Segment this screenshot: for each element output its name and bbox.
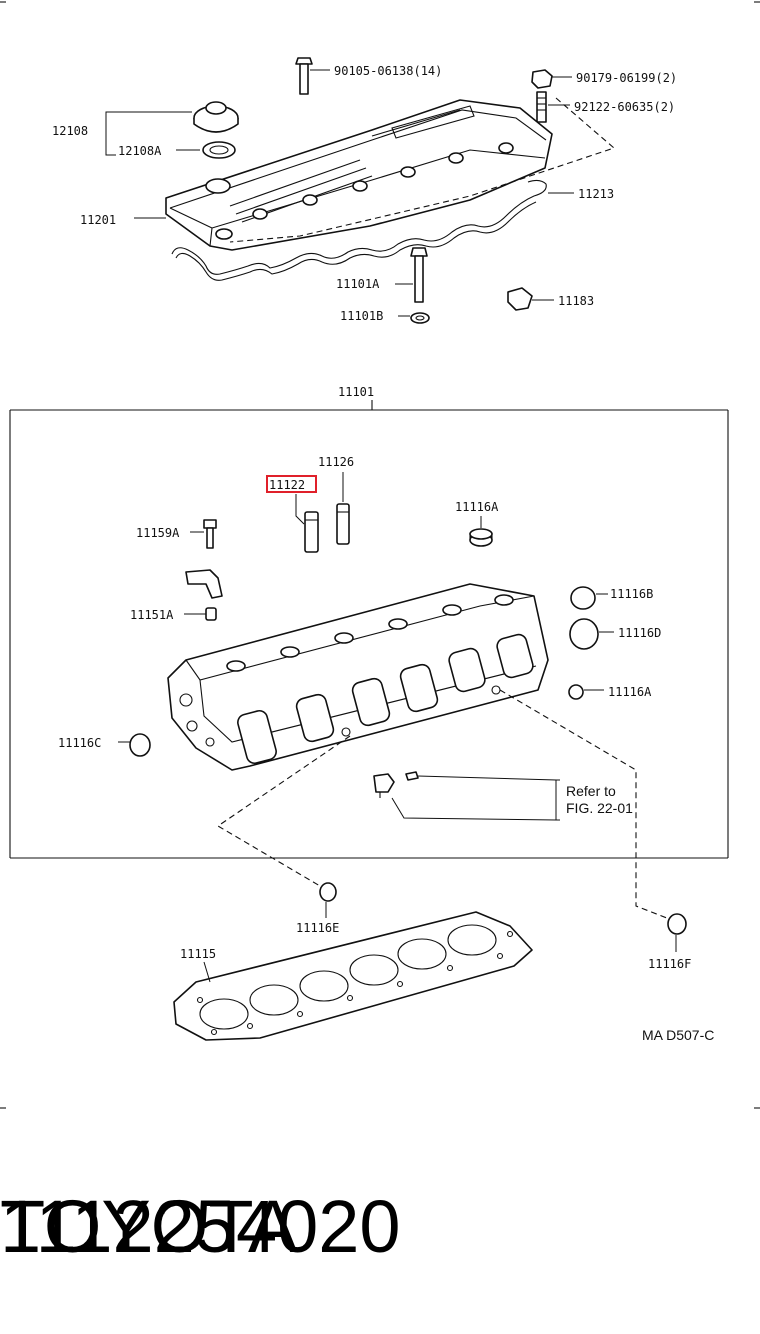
bolt-11159A[interactable] <box>190 519 217 549</box>
label-11126: 11126 <box>318 455 354 469</box>
head-gasket-11115[interactable] <box>173 911 533 1041</box>
plug-11116E[interactable] <box>319 882 337 918</box>
label-11116B: 11116B <box>610 587 653 601</box>
valve-guide-11126[interactable] <box>336 472 350 545</box>
label-11151A: 11151A <box>130 608 174 622</box>
label-90105: 90105-06138(14) <box>334 64 442 78</box>
valve-guide-11122[interactable] <box>295 494 319 553</box>
valve-cover-11201[interactable] <box>134 99 553 251</box>
corner-marks <box>0 1 760 1109</box>
cylinder-head-assembly-frame <box>9 400 729 859</box>
label-90179: 90179-06199(2) <box>576 71 677 85</box>
label-11116C: 11116C <box>58 736 101 750</box>
label-11101: 11101 <box>338 385 374 399</box>
label-11201: 11201 <box>80 213 116 227</box>
plug-11151A[interactable] <box>184 607 217 621</box>
bracket-12108 <box>105 111 200 156</box>
refer-text-line1: Refer to <box>566 783 616 799</box>
cover-assembly-dashes <box>229 97 616 243</box>
plug-11116D[interactable] <box>569 618 614 650</box>
refer-text-line2[interactable]: FIG. 22-01 <box>566 800 633 816</box>
plug-11116C[interactable] <box>118 733 151 757</box>
plug-11116F[interactable] <box>667 913 687 952</box>
plug-11116A-right[interactable] <box>568 684 604 700</box>
drawing-code: MA D507-C <box>642 1027 714 1043</box>
oil-plug-and-pin[interactable] <box>373 771 419 798</box>
plug-seal-11183[interactable] <box>507 287 554 311</box>
label-11116A-right: 11116A <box>608 685 652 699</box>
label-92122: 92122-60635(2) <box>574 100 675 114</box>
oil-filler-cap-12108[interactable] <box>193 101 239 133</box>
dash-to-11116F <box>499 689 673 921</box>
label-11159A: 11159A <box>136 526 180 540</box>
label-11116A-top: 11116A <box>455 500 499 514</box>
dash-to-11116E <box>216 735 351 887</box>
cap-gasket-12108A[interactable] <box>202 141 236 159</box>
cylinder-head-casting[interactable] <box>167 583 549 771</box>
highlight-box-11122 <box>266 475 317 493</box>
label-11183: 11183 <box>558 294 594 308</box>
refer-bracket <box>391 775 560 821</box>
washer-11101B[interactable] <box>398 312 430 324</box>
label-11101B: 11101B <box>340 309 383 323</box>
label-12108: 12108 <box>52 124 88 138</box>
plug-11116A-top[interactable] <box>469 516 493 547</box>
label-11122[interactable]: 11122 <box>269 478 305 492</box>
label-11101A: 11101A <box>336 277 380 291</box>
label-12108A: 12108A <box>118 144 162 158</box>
nut-90179[interactable] <box>531 69 572 89</box>
label-11213: 11213 <box>578 187 614 201</box>
brand-name: TOYOTA <box>0 1185 298 1268</box>
label-11115: 11115 <box>180 947 216 961</box>
label-11116D: 11116D <box>618 626 661 640</box>
stud-92122[interactable] <box>536 91 570 123</box>
label-11116F: 11116F <box>648 957 691 971</box>
label-11116E: 11116E <box>296 921 339 935</box>
part-number: 1112254020 <box>0 1185 401 1268</box>
bolt-90105[interactable] <box>295 57 330 95</box>
valve-cover-gasket-11213[interactable] <box>171 179 574 281</box>
bolt-11101A[interactable] <box>395 247 428 303</box>
bracket[interactable] <box>185 569 223 599</box>
plug-11116B[interactable] <box>570 586 608 610</box>
